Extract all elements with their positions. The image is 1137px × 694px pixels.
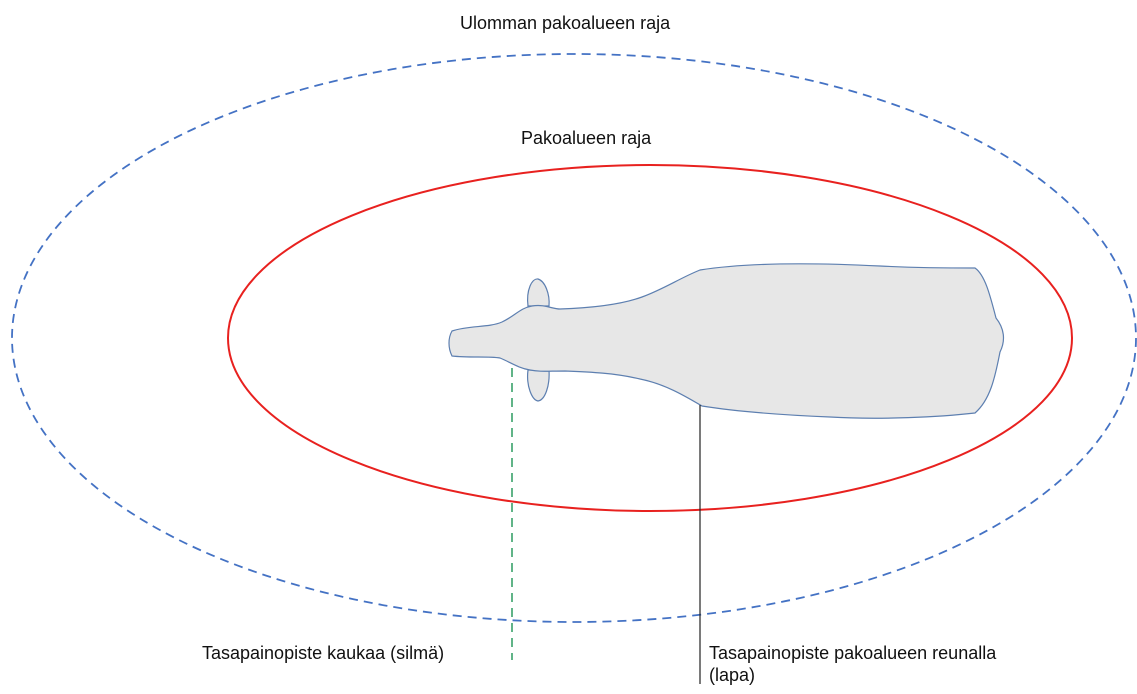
balance-point-shoulder-label-line2: (lapa) [709, 664, 1069, 686]
balance-point-shoulder-label-line1: Tasapainopiste pakoalueen reunalla [709, 642, 1069, 664]
balance-point-eye-label: Tasapainopiste kaukaa (silmä) [202, 642, 444, 664]
cow-ear-top [528, 279, 550, 306]
outer-zone-boundary-label: Ulomman pakoalueen raja [460, 12, 670, 34]
cow-silhouette [449, 264, 1003, 418]
flight-zone-boundary-label: Pakoalueen raja [521, 127, 651, 149]
cow-ear-bottom [528, 370, 550, 401]
balance-point-shoulder-label: Tasapainopiste pakoalueen reunalla (lapa… [709, 642, 1069, 686]
